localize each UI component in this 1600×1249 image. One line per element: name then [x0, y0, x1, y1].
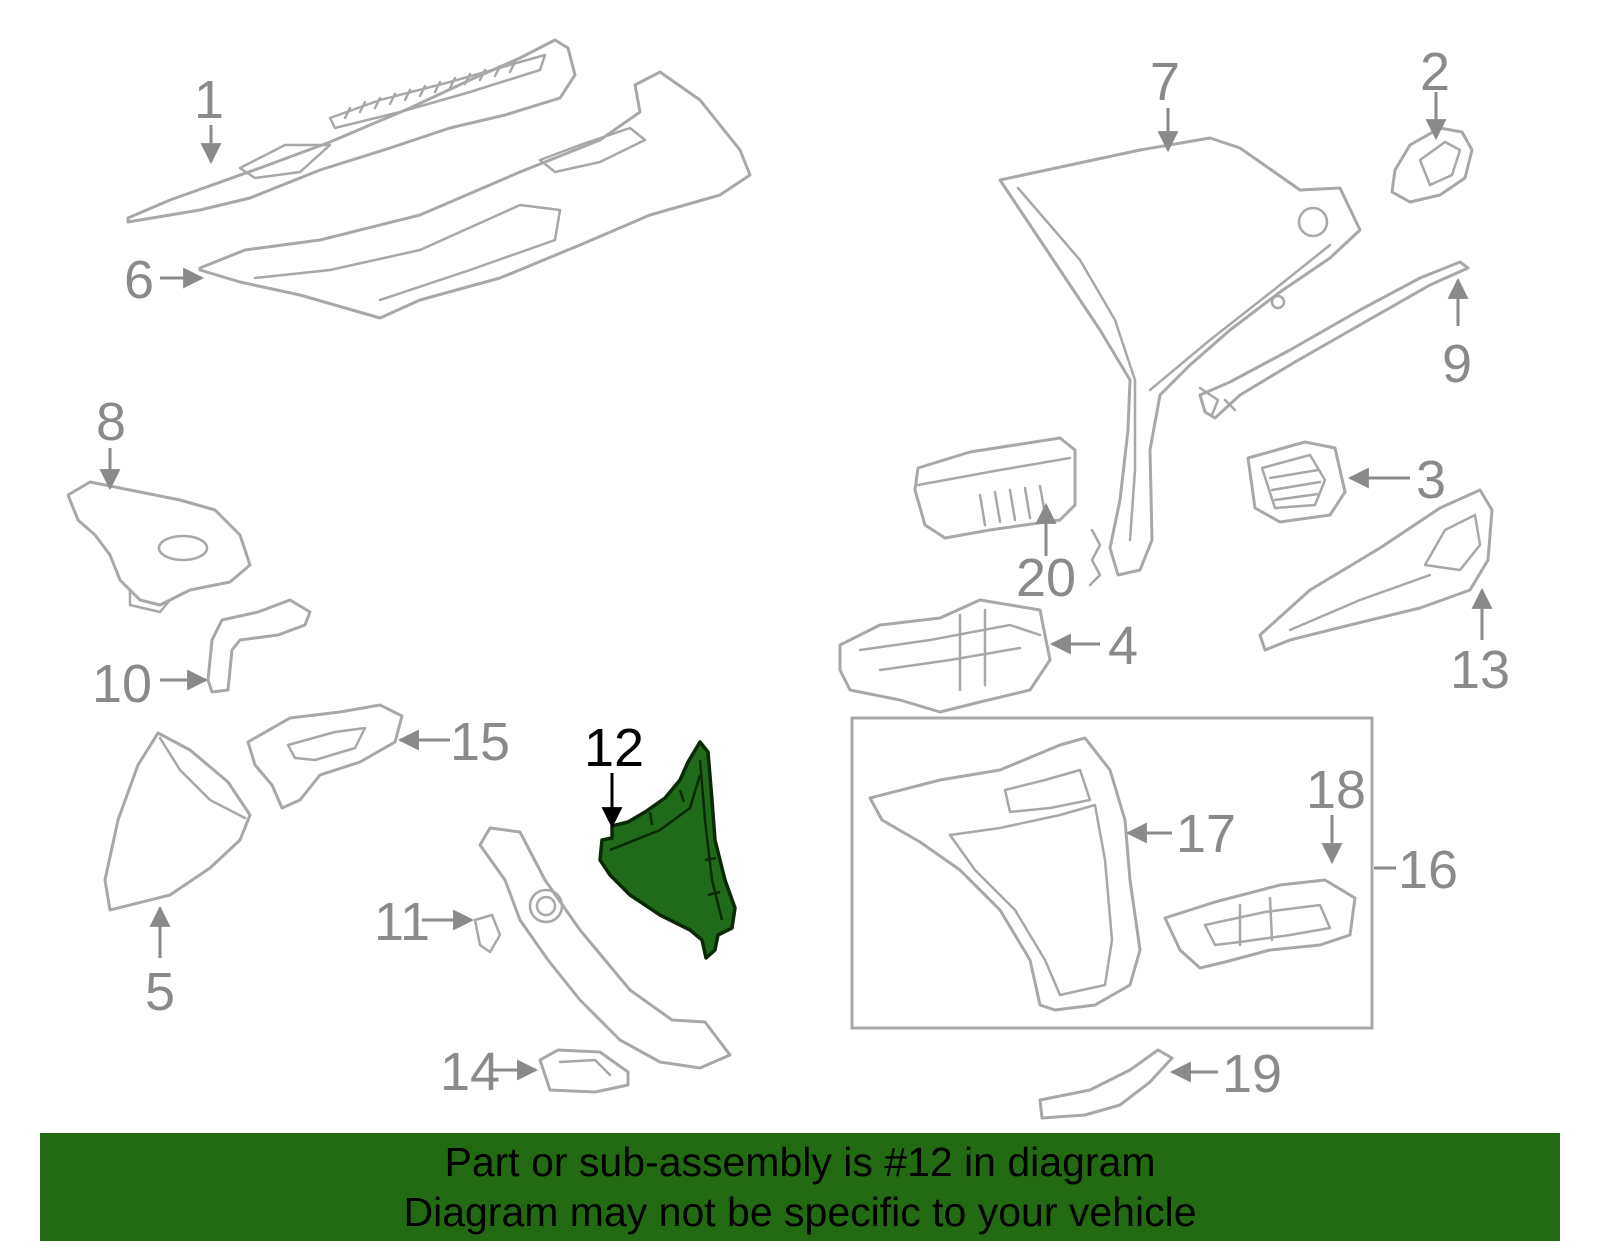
callout-9: 9: [1442, 334, 1472, 394]
callout-20: 20: [1016, 548, 1076, 608]
part-1-upper-trim-pad: [126, 38, 577, 224]
part-2-side-vent: [1390, 126, 1474, 204]
callout-16: 16: [1398, 840, 1458, 900]
callout-8: 8: [96, 392, 126, 452]
callout-18: 18: [1306, 760, 1366, 820]
callout-3: 3: [1416, 450, 1446, 510]
part-5-end-cover: [103, 731, 252, 912]
part-6-instrument-panel-lower: [198, 70, 752, 320]
part-17-center-bezel: [868, 736, 1142, 1012]
part-14-cap: [538, 1048, 630, 1094]
banner-line-disclaimer: Diagram may not be specific to your vehi…: [403, 1189, 1197, 1235]
part-7-side-trim-panel: [998, 136, 1362, 587]
callout-2: 2: [1420, 42, 1450, 102]
part-12-highlighted: [598, 740, 737, 960]
part-11-pillar-trim: [473, 826, 732, 1070]
callout-11: 11: [374, 892, 430, 952]
part-19-trim-piece: [1038, 1048, 1174, 1120]
part-13-end-trim: [1258, 488, 1494, 652]
callout-1: 1: [194, 70, 224, 130]
part-15-bezel: [246, 703, 404, 810]
leader-lines: [99, 92, 1493, 1083]
callout-6: 6: [124, 250, 154, 310]
part-10-small-bracket: [206, 598, 312, 694]
part-3-center-vent: [1246, 440, 1347, 524]
callout-15: 15: [450, 712, 510, 772]
part-8-bracket: [66, 480, 252, 614]
callout-14: 14: [440, 1042, 500, 1102]
part-20-module: [913, 436, 1077, 540]
callout-17: 17: [1176, 804, 1236, 864]
info-banner: Part or sub-assembly is #12 in diagram D…: [40, 1133, 1560, 1241]
part-9-trim-strip: [1198, 260, 1470, 420]
group-16-box: [850, 716, 1374, 1030]
callout-7: 7: [1150, 52, 1180, 112]
callout-12: 12: [584, 718, 644, 778]
banner-line-part-number: Part or sub-assembly is #12 in diagram: [444, 1139, 1156, 1185]
callout-labels: 1 2 3 4 5 6 7 8 9 10 11 12 13 14 15 16 1…: [92, 42, 1510, 1104]
callout-19: 19: [1222, 1044, 1282, 1104]
callout-10: 10: [92, 654, 152, 714]
part-18-switch-bezel: [1163, 878, 1357, 970]
callout-13: 13: [1450, 640, 1510, 700]
callout-4: 4: [1108, 616, 1138, 676]
part-4-air-duct: [838, 598, 1052, 714]
callout-5: 5: [145, 962, 175, 1022]
